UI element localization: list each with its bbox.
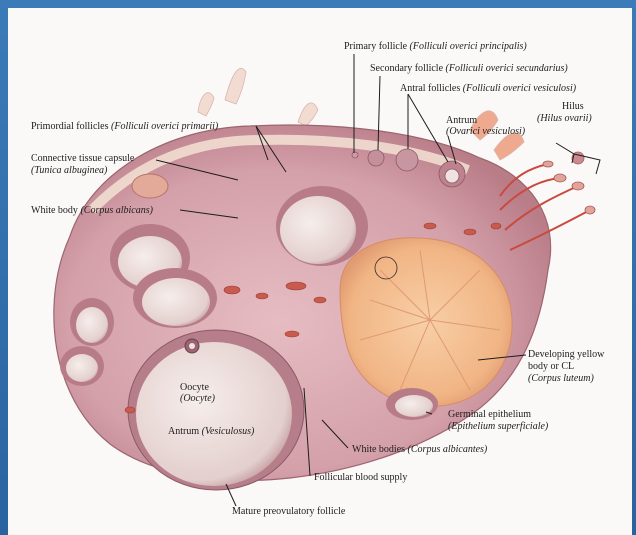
label-developing-yellow-latin: (Corpus luteum) bbox=[528, 373, 595, 384]
hilus-vessel-ends bbox=[543, 152, 595, 214]
mature-follicle-antrum bbox=[136, 342, 292, 486]
label-antrum-main: Antrum (Vesiculosus) bbox=[168, 426, 255, 437]
label-oocyte: Oocyte bbox=[180, 382, 209, 393]
label-connective-capsule-latin: (Tunica albuginea) bbox=[31, 165, 108, 176]
label-developing-yellow-1: Developing yellow bbox=[528, 349, 605, 360]
label-germinal-epithelium-latin: (Epithelium superficiale) bbox=[448, 421, 549, 432]
label-primary-follicle: Primary follicle (Folliculi overici prin… bbox=[344, 41, 527, 52]
label-white-bodies: White bodies (Corpus albicantes) bbox=[352, 444, 488, 455]
label-hilus: Hilus bbox=[562, 101, 584, 112]
label-oocyte-latin: (Oocyte) bbox=[180, 393, 216, 404]
label-primordial-follicles: Primordial follicles (Folliculi overici … bbox=[31, 121, 219, 132]
label-antrum-top: Antrum bbox=[446, 115, 477, 126]
label-developing-yellow-2: body or CL bbox=[528, 361, 574, 372]
label-mature-follicle: Mature preovulatory follicle bbox=[232, 506, 346, 517]
label-antral-follicles: Antral follicles (Folliculi overici vesi… bbox=[400, 83, 577, 94]
label-antrum-top-latin: (Ovarici vesiculosi) bbox=[446, 126, 526, 137]
label-connective-capsule: Connective tissue capsule bbox=[31, 153, 135, 164]
label-germinal-epithelium: Germinal epithelium bbox=[448, 409, 531, 420]
label-secondary-follicle: Secondary follicle (Folliculi overici se… bbox=[370, 63, 568, 74]
label-follicular-blood: Follicular blood supply bbox=[314, 472, 407, 483]
label-hilus-latin: (Hilus ovarii) bbox=[537, 113, 592, 124]
label-white-body: White body (Corpus albicans) bbox=[31, 205, 154, 216]
